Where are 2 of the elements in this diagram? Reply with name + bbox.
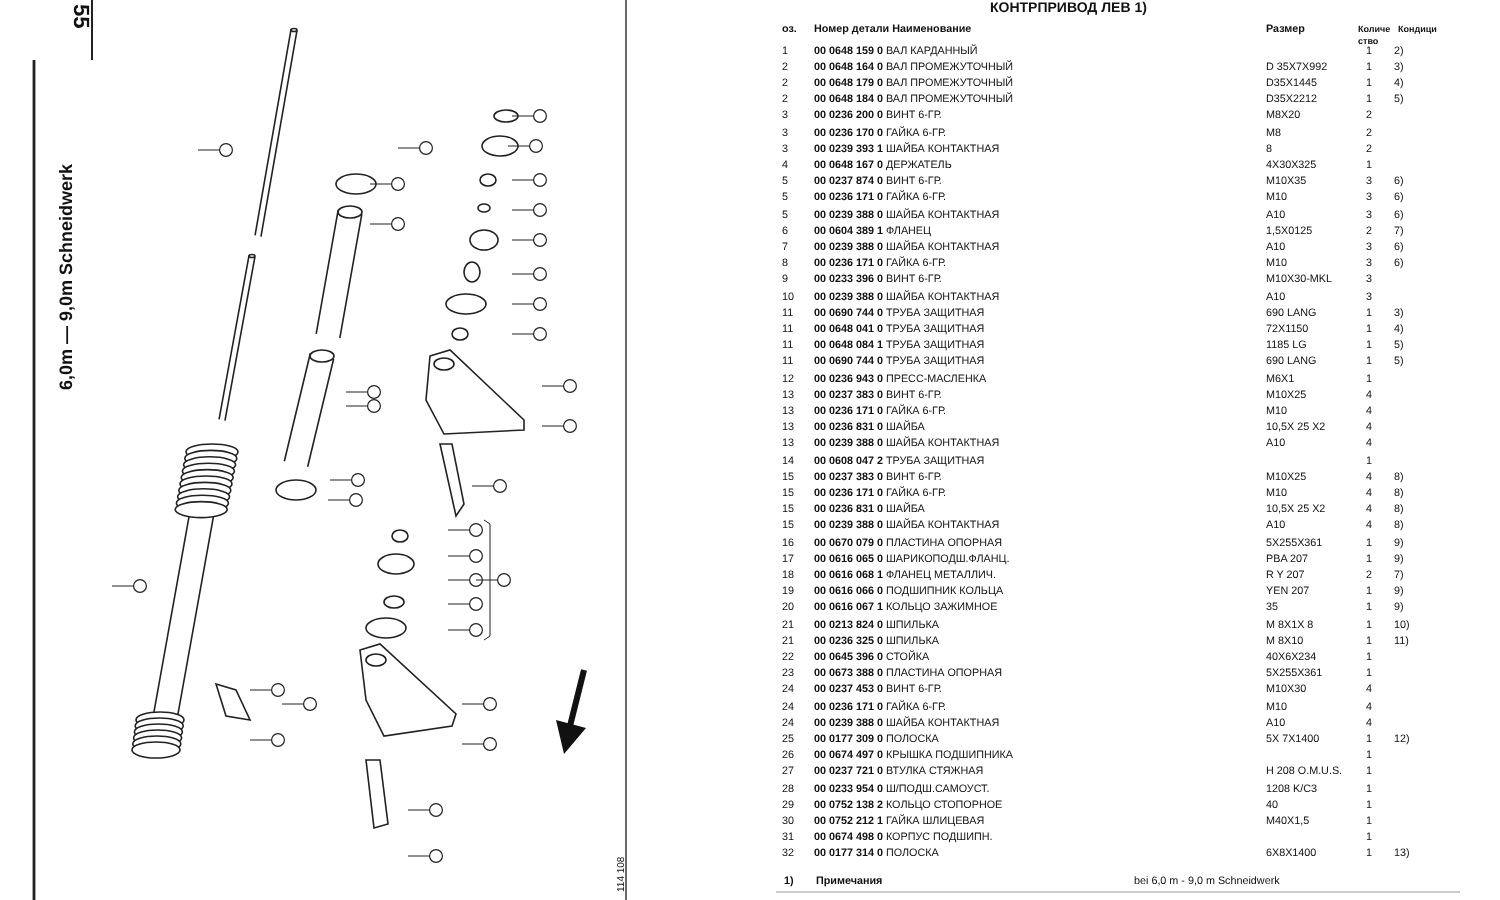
section-heading: 6,0m — 9,0m Schneidwerk <box>56 163 78 390</box>
page-number: 55 <box>68 4 92 29</box>
